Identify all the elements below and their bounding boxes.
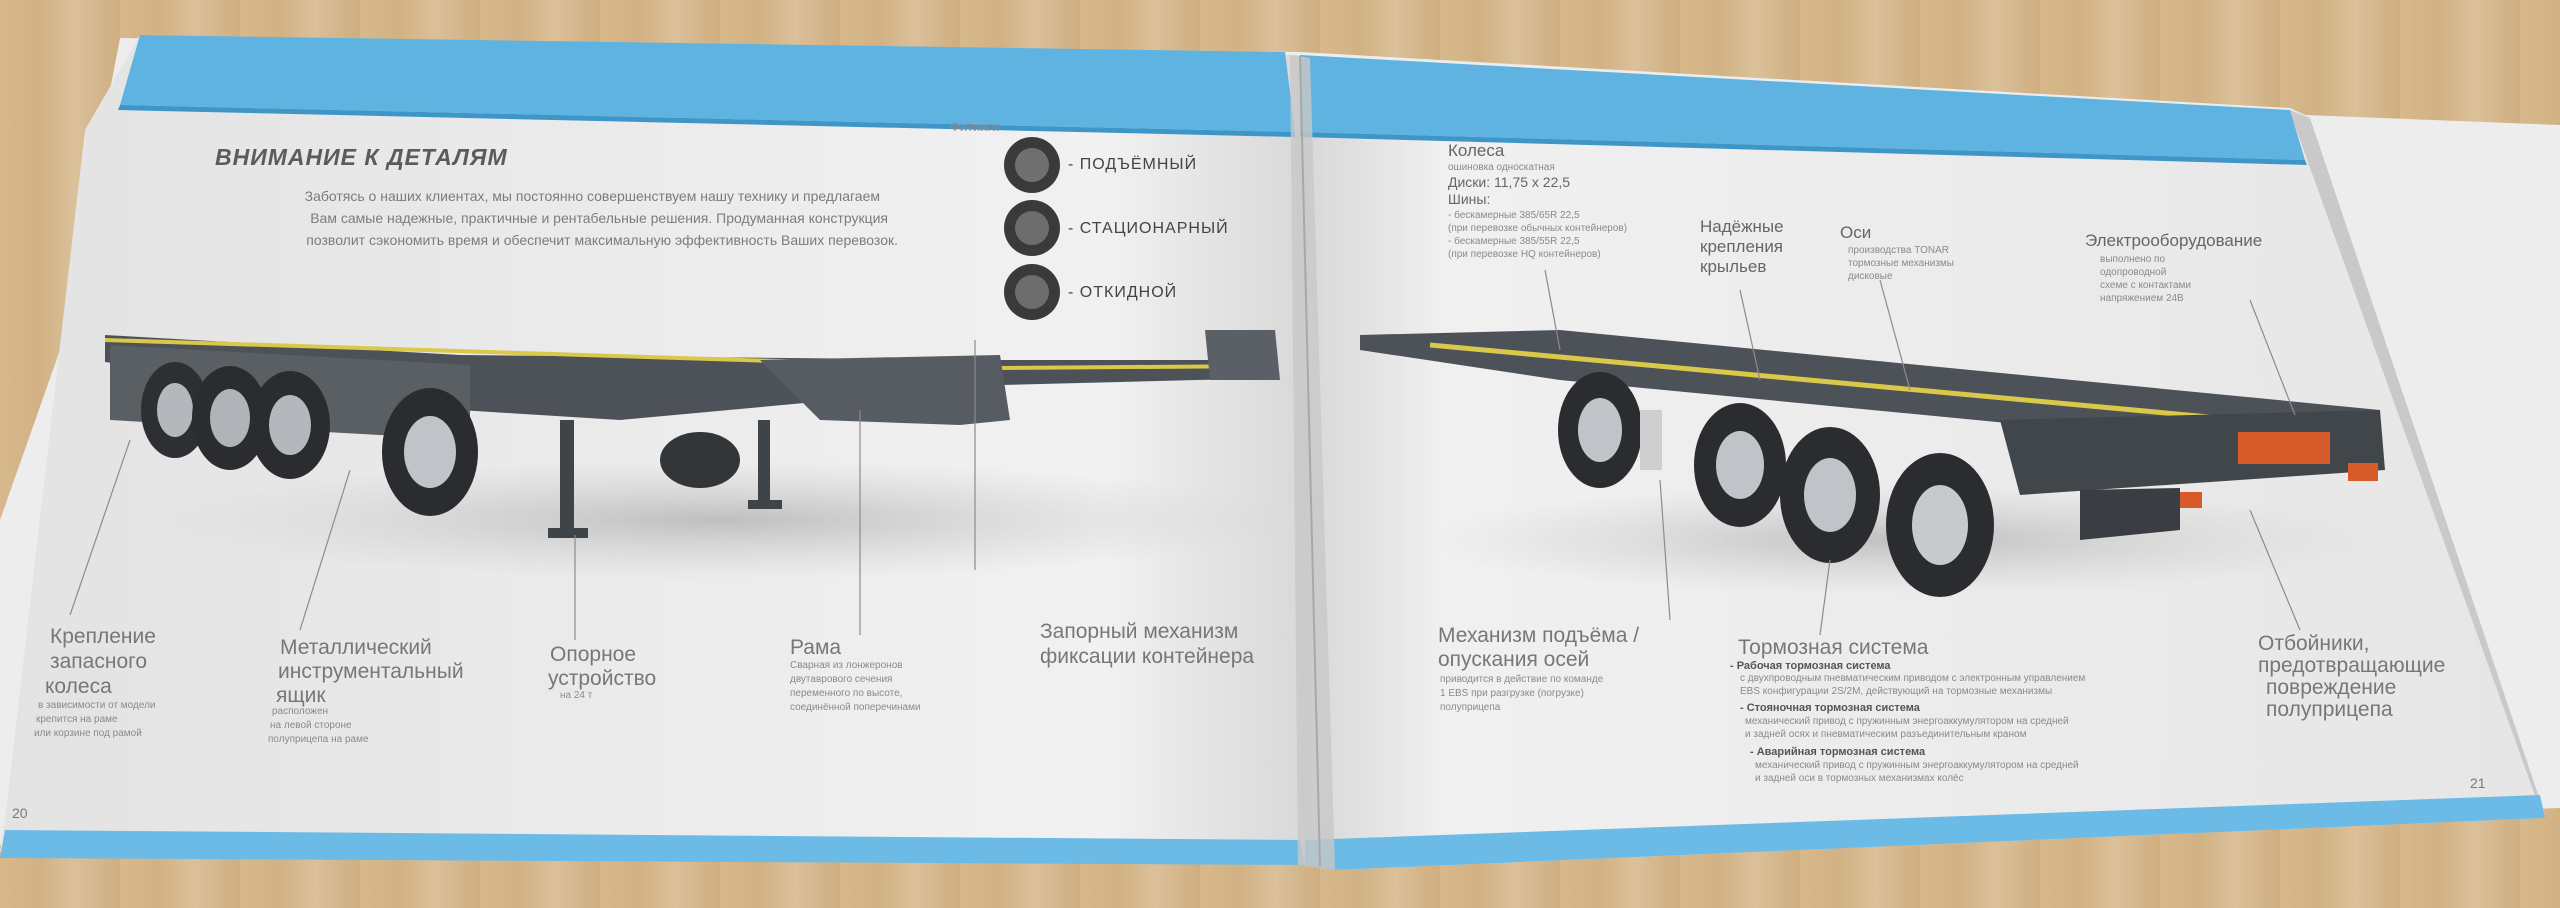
right-blue-band	[1300, 55, 2305, 160]
callout-line: фиксации контейнера	[1040, 645, 1255, 668]
left-trailer-illustration	[104, 330, 1280, 580]
electrical-desc: схеме с контактами	[2100, 280, 2192, 291]
brake-item-label: - Рабочая тормозная система	[1730, 660, 1891, 672]
right-bottom-band	[1305, 795, 2545, 870]
callout-line: запасного	[50, 650, 148, 673]
callout-desc: на левой стороне	[270, 720, 352, 731]
callout-desc: расположен	[272, 706, 329, 717]
left-page	[0, 35, 1300, 862]
callout-desc: 1 EBS при разгрузке (погрузке)	[1440, 688, 1584, 699]
callout-desc: или корзине под рамой	[34, 728, 142, 739]
axles-desc: производства TONAR	[1848, 245, 1950, 256]
page-number-right: 21	[2470, 775, 2486, 791]
callout-line: ящик	[276, 684, 326, 707]
tire-line: (при перевозке обычных контейнеров)	[1448, 223, 1628, 234]
callout-line: инструментальный	[278, 660, 464, 683]
callout-line: колеса	[45, 675, 112, 698]
brake-item-desc: и задней оси в тормозных механизмах колё…	[1755, 773, 1964, 784]
callout-desc: крепится на раме	[36, 714, 118, 725]
callout-lines	[69, 269, 2301, 640]
callout-line: Запорный механизм	[1040, 620, 1239, 643]
brakes-title: Тормозная система	[1738, 636, 1929, 659]
brake-item-desc: с двухпроводным пневматическим приводом …	[1740, 673, 2086, 684]
callout-desc: полуприцепа на раме	[268, 734, 369, 745]
fitting-stationary-label: - СТАЦИОНАРНЫЙ	[1068, 220, 1229, 237]
callout-line: Отбойники,	[2258, 632, 2370, 655]
tire-line: (при перевозке HQ контейнеров)	[1448, 249, 1601, 260]
callout-line: полуприцепа	[2266, 698, 2393, 721]
fitting-lifting-label: - ПОДЪЁМНЫЙ	[1068, 156, 1198, 173]
right-trailer-illustration	[1360, 330, 2385, 597]
intro-line: Вам самые надежные, практичные и рентабе…	[310, 210, 888, 226]
electrical-desc: выполнено по	[2100, 254, 2166, 265]
fitting-icons	[1004, 137, 1060, 320]
callout-desc: Сварная из лонжеронов	[790, 660, 903, 671]
axles-desc: дисковые	[1848, 271, 1893, 282]
left-blue-band	[120, 35, 1295, 132]
callout-line: Опорное	[550, 643, 637, 666]
callout-line: опускания осей	[1438, 648, 1590, 671]
callout-line: устройство	[548, 667, 657, 690]
axles-title: Оси	[1840, 223, 1872, 242]
callout-line: Крепление	[50, 625, 156, 648]
page-number-left: 20	[12, 805, 28, 821]
brake-item-desc: и задней осях и пневматическим разъедини…	[1745, 729, 2027, 740]
tire-line: - бескамерные 385/55R 22,5	[1448, 236, 1580, 247]
fittings-title: Фитинги	[950, 119, 1000, 134]
callout-desc: на 24 т	[560, 690, 593, 701]
brake-item-desc: механический привод с пружинным энергоак…	[1745, 716, 2069, 727]
left-bottom-band	[0, 830, 1305, 865]
callout-desc: полуприцепа	[1440, 702, 1501, 713]
intro-line: Заботясь о наших клиентах, мы постоянно …	[304, 188, 880, 204]
callout-desc: переменного по высоте,	[790, 688, 903, 699]
electrical-desc: одопроводной	[2100, 267, 2167, 278]
wheels-title: Колеса	[1448, 141, 1505, 160]
wheels-tires-title: Шины:	[1448, 191, 1491, 207]
callout-line: Металлический	[280, 636, 432, 659]
callout-desc: в зависимости от модели	[38, 700, 156, 711]
callout-line: повреждение	[2266, 676, 2397, 699]
callout-line: крыльев	[1700, 257, 1767, 276]
callout-line: Рама	[790, 636, 842, 659]
electrical-title: Электрооборудование	[2085, 231, 2263, 250]
brake-item-label: - Стояночная тормозная система	[1740, 702, 1920, 714]
callout-line: Надёжные	[1700, 217, 1784, 236]
callout-desc: приводится в действие по команде	[1440, 674, 1604, 685]
fitting-folding-label: - ОТКИДНОЙ	[1068, 284, 1178, 301]
wheels-rims: Диски: 11,75 x 22,5	[1448, 174, 1571, 190]
section-heading: ВНИМАНИЕ К ДЕТАЛЯМ	[215, 144, 508, 170]
brake-item-desc: механический привод с пружинным энергоак…	[1755, 760, 2079, 771]
callout-line: Механизм подъёма /	[1438, 624, 1640, 647]
callout-line: крепления	[1700, 237, 1784, 256]
brake-item-desc: EBS конфигурации 2S/2M, действующий на т…	[1740, 686, 2053, 697]
callout-desc: двутаврового сечения	[790, 674, 893, 685]
electrical-desc: напряжением 24В	[2100, 293, 2184, 304]
brake-item-label: - Аварийная тормозная система	[1750, 746, 1926, 758]
intro-line: позволит сэкономить время и обеспечит ма…	[306, 232, 898, 248]
axles-desc: тормозные механизмы	[1848, 258, 1954, 269]
wheels-desc: ошиновка односкатная	[1448, 162, 1555, 173]
callout-desc: соединённой поперечинами	[790, 702, 921, 713]
callout-line: предотвращающие	[2258, 654, 2446, 677]
tire-line: - бескамерные 385/65R 22,5	[1448, 210, 1580, 221]
